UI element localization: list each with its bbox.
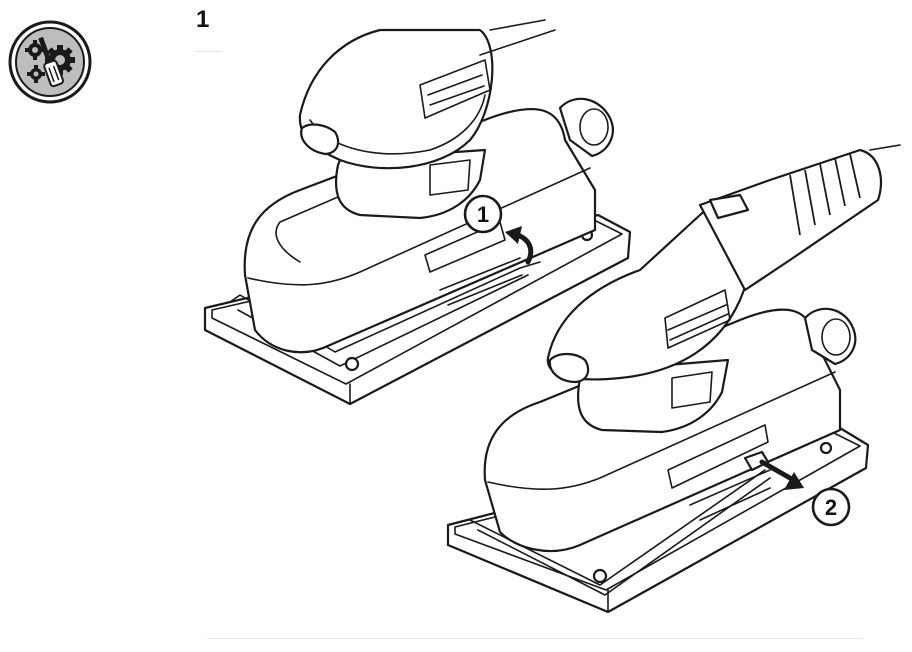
top-divider (196, 51, 222, 52)
step-1-callout: 1 (463, 194, 503, 234)
sander-bottom (446, 144, 901, 614)
tools-gears-icon (8, 20, 92, 104)
sander-top (203, 19, 632, 406)
step-2-label: 2 (825, 495, 837, 520)
bottom-divider (207, 638, 863, 639)
figure-number: 1 (196, 6, 210, 33)
step-1-label: 1 (477, 202, 489, 227)
step-2-callout: 2 (811, 487, 851, 527)
